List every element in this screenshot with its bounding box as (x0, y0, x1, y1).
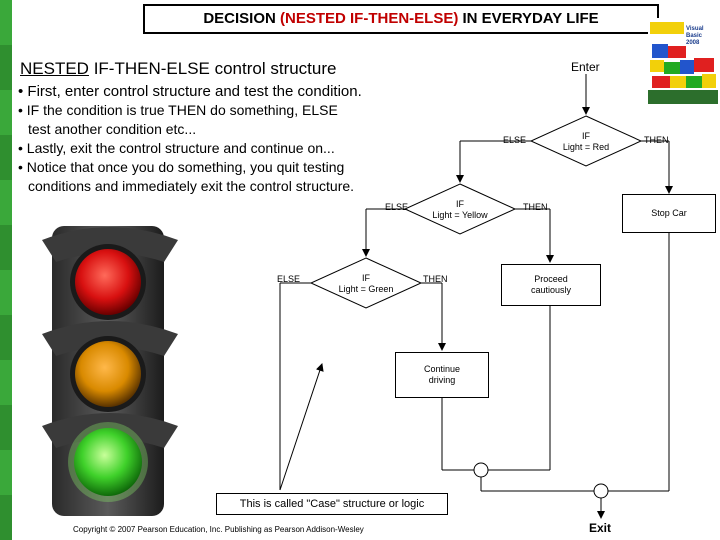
left-stripe (0, 0, 12, 540)
bullet-item: • Lastly, exit the control structure and… (18, 140, 335, 156)
then-label: THEN (523, 202, 548, 212)
green-light (74, 428, 142, 496)
junction-connector (593, 483, 609, 499)
exit-label: Exit (589, 521, 612, 535)
logo-line2: 2008 (686, 40, 700, 46)
traffic-light-image (42, 226, 178, 516)
action-proceed-cautiously: Proceed cautiously (501, 264, 601, 306)
slide-title: DECISION (NESTED IF-THEN-ELSE) IN EVERYD… (143, 4, 659, 34)
else-label: ELSE (503, 135, 527, 145)
title-highlight: (NESTED IF-THEN-ELSE) (280, 10, 459, 27)
decision-condition: Light = Yellow (432, 210, 488, 220)
decision-green: IF Light = Green (330, 273, 402, 295)
heading-rest: IF-THEN-ELSE control structure (88, 59, 337, 78)
junction-connector (473, 462, 489, 478)
bullet-continuation: test another condition etc... (28, 121, 197, 137)
action-line2: cautiously (530, 285, 572, 295)
decision-condition: Light = Green (338, 284, 394, 294)
decision-if: IF (582, 131, 590, 141)
title-prefix: DECISION (203, 10, 280, 27)
decision-if: IF (362, 273, 370, 283)
section-heading: NESTED IF-THEN-ELSE control structure (20, 59, 336, 79)
amber-light (75, 341, 141, 407)
then-label: THEN (423, 274, 448, 284)
decision-red: IF Light = Red (556, 131, 616, 153)
else-label: ELSE (277, 274, 301, 284)
action-continue-driving: Continue driving (395, 352, 489, 398)
bullet-continuation: conditions and immediately exit the cont… (28, 178, 355, 194)
action-stop-car: Stop Car (622, 194, 716, 233)
decision-yellow-shape (403, 183, 517, 235)
decision-condition: Light = Red (562, 142, 610, 152)
decision-if: IF (456, 199, 464, 209)
case-structure-caption: This is called "Case" structure or logic (216, 493, 448, 515)
red-light (75, 249, 141, 315)
title-suffix: IN EVERYDAY LIFE (458, 10, 599, 27)
else-label: ELSE (385, 202, 409, 212)
heading-underlined: NESTED (20, 59, 89, 78)
logo-line1: Visual Basic (686, 26, 704, 39)
action-line1: Stop Car (651, 208, 687, 218)
decision-red-shape (529, 115, 643, 167)
bullet-item: • First, enter control structure and tes… (18, 83, 362, 100)
then-label: THEN (644, 135, 669, 145)
copyright-notice: Copyright © 2007 Pearson Education, Inc.… (73, 525, 364, 534)
decision-green-shape (309, 257, 423, 309)
action-line2: driving (428, 375, 456, 385)
logo-text: Visual Basic 2008 (686, 26, 720, 47)
book-cover-logo (648, 18, 718, 104)
decision-yellow: IF Light = Yellow (425, 199, 495, 221)
action-line1: Proceed (534, 274, 568, 284)
bullet-item: • Notice that once you do something, you… (18, 159, 345, 175)
bullet-list: • First, enter control structure and tes… (18, 82, 448, 196)
enter-label: Enter (571, 60, 600, 74)
action-line1: Continue (423, 364, 461, 374)
bullet-item: • IF the condition is true THEN do somet… (18, 102, 338, 118)
